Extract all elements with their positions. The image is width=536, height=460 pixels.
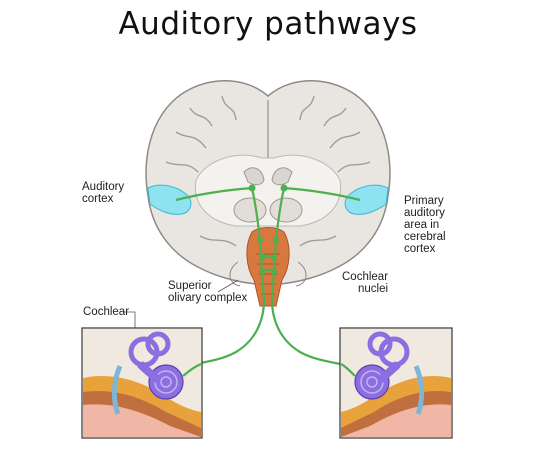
- auditory-cortex-left: [147, 184, 192, 215]
- left-ear-panel: [81, 327, 203, 439]
- label-primary-auditory-area: Primary auditory area in cerebral cortex: [404, 195, 446, 255]
- auditory-cortex-right: [344, 184, 389, 215]
- label-superior-olivary-complex: Superior olivary complex: [168, 280, 248, 304]
- pathway-nuclei: [248, 184, 288, 275]
- diagram-title: Auditory pathways: [118, 6, 418, 42]
- right-ear-panel: [339, 327, 453, 439]
- label-cochlear: Cochlear: [83, 306, 130, 318]
- label-auditory-cortex: Auditory cortex: [82, 181, 125, 205]
- brainstem: [229, 227, 307, 307]
- label-cochlear-nuclei: Cochlear nuclei: [342, 271, 389, 295]
